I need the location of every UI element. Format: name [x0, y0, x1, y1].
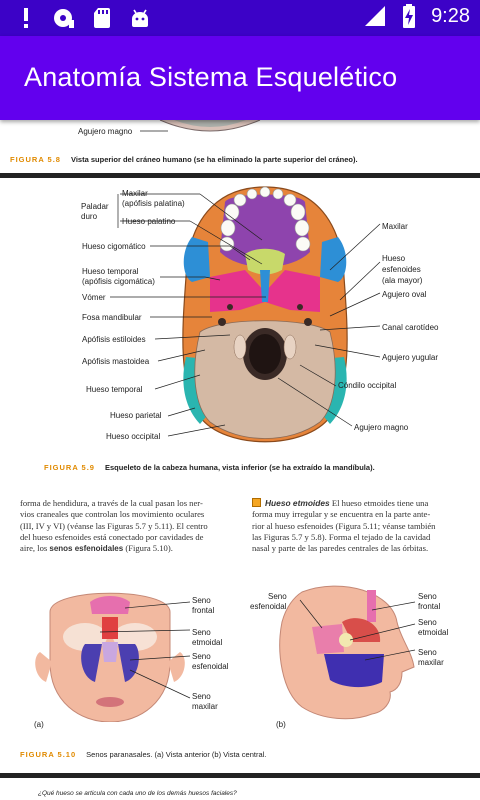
label-condilo-occipital: Cóndilo occipital: [338, 381, 397, 390]
label-b-seno-frontal-2: frontal: [418, 602, 441, 611]
signal-icon: [363, 4, 387, 28]
media-icon: [52, 6, 76, 30]
label-b-seno-esfenoidal-2: esfenoidal: [250, 602, 287, 611]
leader-line: [140, 130, 168, 132]
skull-inferior-illustration: [182, 186, 348, 443]
label-vomer: Vómer: [82, 293, 106, 302]
sinus-anterior-illustration: [35, 592, 185, 722]
label-apofisis-estiloides: Apófisis estiloides: [82, 335, 146, 344]
android-icon: [128, 6, 152, 30]
label-paladar-duro-1: Paladar: [81, 202, 109, 211]
label-agujero-magno-top: Agujero magno: [78, 127, 133, 136]
right-line-5: nasal y parte de las paredes centrales d…: [252, 543, 429, 554]
left-line-4: del hueso esfenoides está conectado por …: [20, 531, 204, 542]
status-bar-notifications: [14, 6, 152, 30]
figure-5-10-number: FIGURA 5.10: [20, 750, 77, 759]
figure-5-8-caption: FIGURA 5.8 Vista superior del cráneo huma…: [10, 155, 358, 164]
label-hueso-esfenoides-3: (ala mayor): [382, 276, 423, 285]
figure-5-9-caption: FIGURA 5.9 Esqueleto de la cabeza humana,…: [44, 463, 375, 472]
label-a-seno-frontal-2: frontal: [192, 606, 215, 615]
label-b-seno-frontal-1: Seno: [418, 592, 437, 601]
battery-charging-icon: [397, 4, 421, 28]
page-separator-bottom: [0, 773, 480, 778]
label-hueso-esfenoides-1: Hueso: [382, 254, 406, 263]
figure-5-9-leader-lines: [110, 193, 381, 437]
label-hueso-temporal-2: (apófisis cigomática): [82, 277, 155, 286]
figure-5-9-number: FIGURA 5.9: [44, 463, 95, 472]
label-b-seno-esfenoidal-1: Seno: [268, 592, 287, 601]
label-b-seno-maxilar-2: maxilar: [418, 658, 444, 667]
section-marker-icon: [252, 498, 261, 507]
label-a-seno-frontal-1: Seno: [192, 596, 211, 605]
figure-5-10-text: Senos paranasales. (a) Vista anterior (b…: [86, 750, 267, 759]
skull-top-fragment: [159, 120, 261, 132]
left-line-5: aire, los senos esfenoidales (Figura 5.1…: [20, 543, 173, 554]
right-line-1: Hueso etmoides El hueso etmoides tiene u…: [252, 498, 464, 509]
label-hueso-palatino: Hueso palatino: [122, 217, 176, 226]
right-line-4: las Figuras 5.7 y 5.8). Forma el tejado …: [252, 531, 431, 542]
label-b-seno-maxilar-1: Seno: [418, 648, 437, 657]
label-b-seno-etmoidal-2: etmoidal: [418, 628, 449, 637]
label-maxilar: Maxilar: [382, 222, 408, 231]
app-title: Anatomía Sistema Esquelético: [24, 62, 398, 92]
label-paladar-duro-2: duro: [81, 212, 98, 221]
figure-5-10a-leader-lines: [99, 601, 191, 699]
left-bold-term: senos esfenoidales: [49, 544, 124, 554]
left-line-2: vios craneales que controlan los movimie…: [20, 509, 205, 520]
page-separator: [0, 173, 480, 178]
label-hueso-temporal-b: Hueso temporal: [86, 385, 143, 394]
label-agujero-oval: Agujero oval: [382, 290, 427, 299]
right-line-2: forma muy irregular y se encuentra en la…: [252, 509, 431, 520]
left-line-1: forma de hendidura, a través de la cual …: [20, 498, 203, 508]
sinus-lateral-illustration: [279, 585, 415, 720]
label-hueso-occipital: Hueso occipital: [106, 432, 161, 441]
label-maxilar-apofisis-2: (apófisis palatina): [122, 199, 185, 208]
label-fosa-mandibular: Fosa mandibular: [82, 313, 142, 322]
app-bar: Anatomía Sistema Esquelético: [0, 36, 480, 120]
figure-5-10-caption: FIGURA 5.10 Senos paranasales. (a) Vista …: [20, 750, 266, 759]
status-time: 9:28: [431, 4, 470, 27]
label-a-seno-etmoidal-1: Seno: [192, 628, 211, 637]
label-panel-a: (a): [34, 720, 44, 729]
alert-icon: [14, 6, 38, 30]
label-apofisis-mastoidea: Apófisis mastoidea: [82, 357, 150, 366]
label-agujero-magno: Agujero magno: [354, 423, 409, 432]
label-canal-carotideo: Canal carotídeo: [382, 323, 439, 332]
body-text-right: Hueso etmoides El hueso etmoides tiene u…: [252, 498, 464, 554]
label-a-seno-etmoidal-2: etmoidal: [192, 638, 223, 647]
figure-5-8-number: FIGURA 5.8: [10, 155, 61, 164]
right-heading: Hueso etmoides: [265, 498, 330, 508]
figure-5-9-text: Esqueleto de la cabeza humana, vista inf…: [104, 463, 375, 472]
left-line-3: (III, IV y VI) (véanse las Figuras 5.7 y…: [20, 520, 208, 531]
footer-question: ¿Qué hueso se articula con cada uno de l…: [38, 790, 237, 797]
figure-5-10b-leader-lines: [299, 599, 416, 661]
label-hueso-esfenoides-2: esfenoides: [382, 265, 421, 274]
label-maxilar-apofisis-1: Maxilar: [122, 189, 148, 198]
label-hueso-temporal-1: Hueso temporal: [82, 267, 139, 276]
right-line-3: rior al hueso esfenoides (Figura 5.11; v…: [252, 520, 436, 531]
label-a-seno-maxilar-1: Seno: [192, 692, 211, 701]
label-a-seno-esfenoidal-1: Seno: [192, 652, 211, 661]
page-content[interactable]: Agujero magno FIGURA 5.8 Vista superior d…: [0, 120, 480, 800]
label-agujero-yugular: Agujero yugular: [382, 353, 439, 362]
label-panel-b: (b): [276, 720, 286, 729]
sd-card-icon: [90, 6, 114, 30]
status-bar-system: 9:28: [363, 4, 470, 28]
label-hueso-parietal: Hueso parietal: [110, 411, 162, 420]
label-b-seno-etmoidal-1: Seno: [418, 618, 437, 627]
figure-5-8-text: Vista superior del cráneo humano (se ha …: [70, 155, 358, 164]
label-hueso-cigomatico: Hueso cigomático: [82, 242, 146, 251]
status-bar: 9:28: [0, 0, 480, 36]
body-text-left: forma de hendidura, a través de la cual …: [20, 498, 235, 554]
label-a-seno-maxilar-2: maxilar: [192, 702, 218, 711]
label-a-seno-esfenoidal-2: esfenoidal: [192, 662, 229, 671]
